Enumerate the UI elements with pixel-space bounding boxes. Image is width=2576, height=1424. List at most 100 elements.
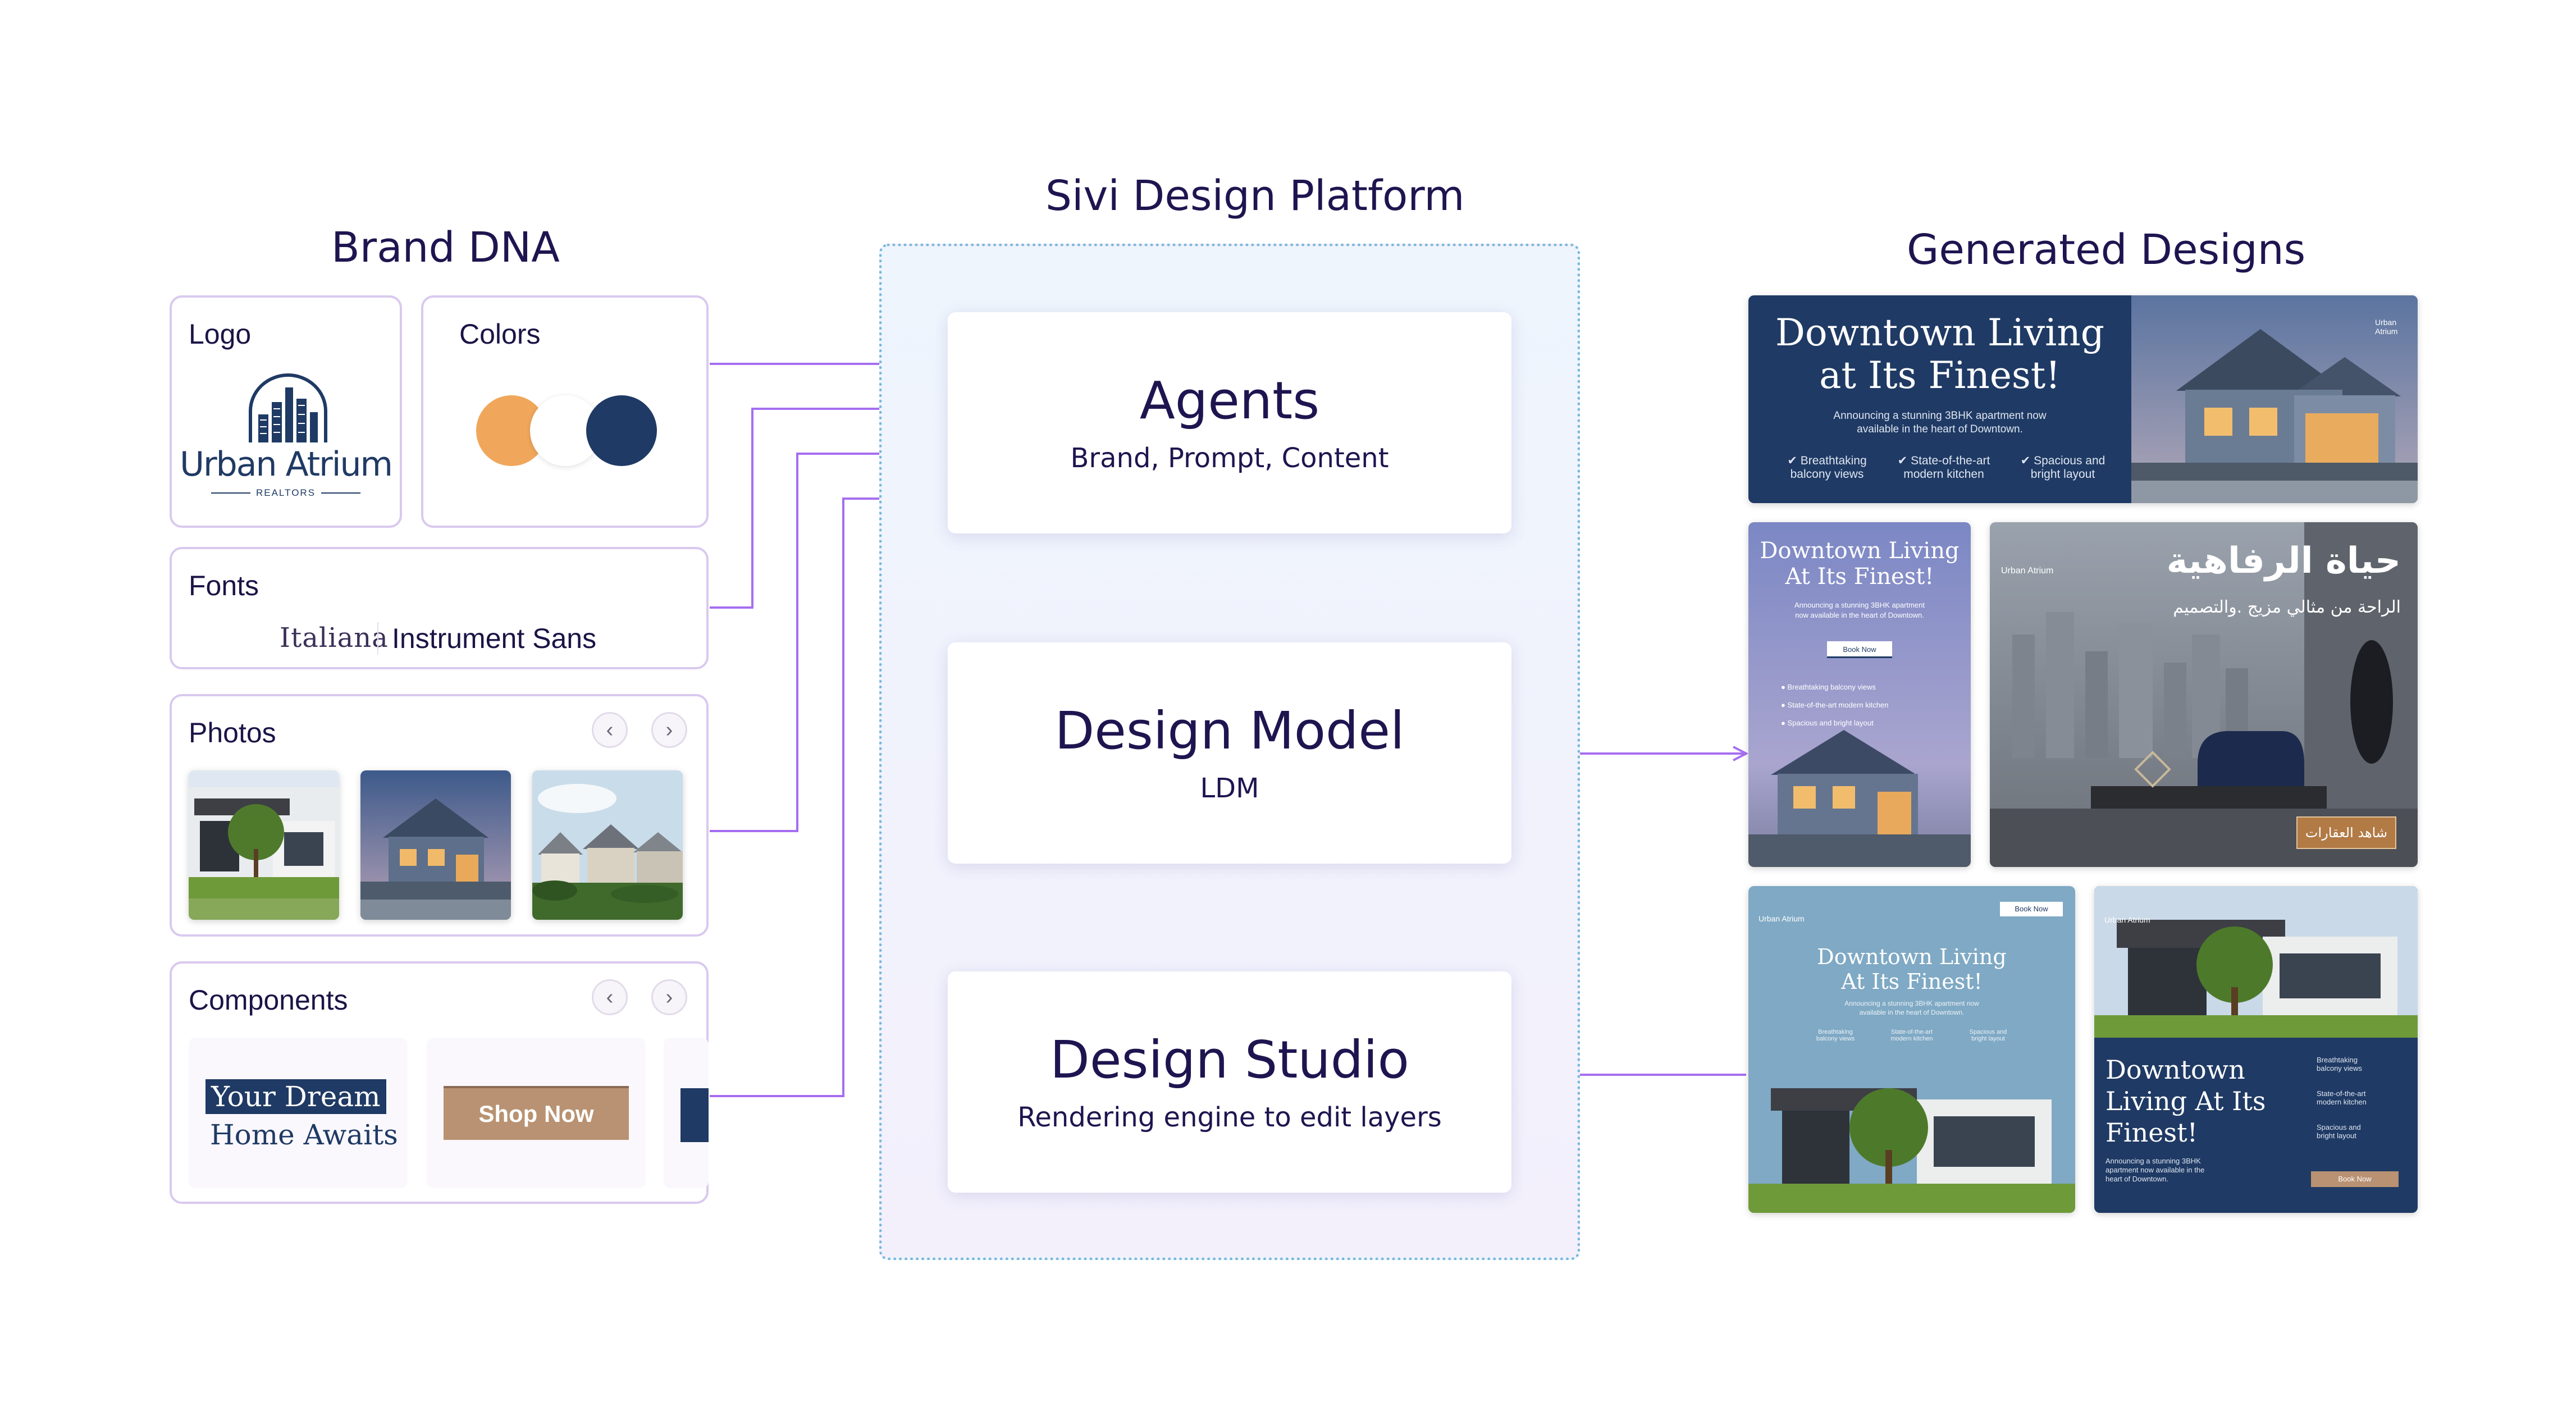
design-light-blue-card[interactable]: Urban Atrium Book Now Downtown Living At… — [1748, 886, 2075, 1213]
d4-feature-2-line2: modern kitchen — [1890, 1035, 1933, 1042]
component-headline-line1: Your Dream — [205, 1079, 386, 1114]
component-shop-now-button[interactable]: Shop Now — [444, 1086, 629, 1140]
d5-logo: Urban Atrium — [2104, 915, 2150, 924]
d4-feature-1-line1: Breathtaking — [1818, 1029, 1853, 1035]
design-tall-card[interactable]: Downtown Living At Its Finest! Announcin… — [1748, 522, 1971, 867]
d5-title-line1: Downtown — [2105, 1055, 2245, 1085]
arrow-fonts-to-agents — [710, 409, 949, 609]
design-model-subtitle: LDM — [1200, 773, 1259, 804]
d2-desc-line1: Announcing a stunning 3BHK apartment — [1794, 601, 1925, 609]
colors-card: Colors — [421, 295, 709, 528]
logo-tagline-text: REALTORS — [255, 487, 316, 498]
color-swatch-navy — [586, 395, 657, 466]
d4-feature-1: Breathtaking balcony views — [1805, 1029, 1866, 1042]
generated-designs-heading: Generated Designs — [1907, 226, 2306, 274]
d1-desc-line2: available in the heart of Downtown. — [1857, 423, 2023, 435]
components-next-button[interactable]: › — [651, 979, 687, 1015]
fonts-card: Fonts Italiana Instrument Sans — [170, 547, 709, 669]
font-sample-instrument-sans: Instrument Sans — [392, 623, 597, 654]
colors-card-title: Colors — [459, 318, 541, 350]
d2-feature-3: ● Spacious and bright layout — [1781, 719, 1874, 727]
component-button-tile[interactable]: Shop Now — [427, 1038, 646, 1188]
d5-feature-1: Breathtaking balcony views — [2317, 1056, 2362, 1072]
d2-background — [1748, 522, 1971, 867]
d1-title-line2: at Its Finest! — [1819, 354, 2061, 397]
d4-feature-3-line2: bright layout — [1971, 1035, 2005, 1042]
photo-row-houses[interactable] — [532, 770, 683, 920]
design-studio-box[interactable]: Design Studio Rendering engine to edit l… — [948, 971, 1511, 1193]
photo-dusk-house[interactable] — [360, 770, 511, 920]
logo-card: Logo Urban Atrium REALTORS — [170, 295, 402, 528]
d1-feature-2-line1: ✔ State-of-the-art — [1897, 454, 1990, 467]
urban-atrium-logo-icon — [249, 373, 327, 442]
d4-desc-line2: available in the heart of Downtown. — [1859, 1008, 1965, 1016]
d5-feature-3-line1: Spacious and — [2317, 1123, 2361, 1131]
design-model-title: Design Model — [1054, 701, 1405, 761]
d5-house-photo — [2094, 886, 2418, 1038]
d5-desc-line3: heart of Downtown. — [2105, 1175, 2169, 1183]
d2-feature-2: ● State-of-the-art modern kitchen — [1781, 701, 1889, 709]
d4-desc-line1: Announcing a stunning 3BHK apartment now — [1844, 999, 1979, 1007]
components-card-title: Components — [189, 984, 348, 1016]
design-studio-title: Design Studio — [1050, 1030, 1409, 1090]
d1-desc-line1: Announcing a stunning 3BHK apartment now — [1833, 410, 2047, 422]
d2-book-now-button[interactable]: Book Now — [1827, 641, 1892, 658]
logo-wordmark: Urban Atrium — [180, 445, 393, 484]
d5-book-now-button[interactable]: Book Now — [2311, 1171, 2399, 1187]
component-headline-line2: Home Awaits — [210, 1119, 398, 1151]
photos-card: Photos ‹ › — [170, 694, 709, 937]
d3-logo: Urban Atrium — [2001, 566, 2054, 576]
d1-house-photo — [2131, 295, 2418, 503]
d3-arabic-subtitle: الراحة من مثالي مزيج .والتصميم — [2173, 597, 2401, 617]
d3-cta-button[interactable]: شاهد العقارات — [2296, 816, 2396, 849]
d1-feature-3: ✔ Spacious and bright layout — [2007, 454, 2119, 481]
design-banner-wide[interactable]: Downtown Living at Its Finest! Announcin… — [1748, 295, 2418, 503]
photos-next-button[interactable]: › — [651, 712, 687, 748]
component-partial-tile — [664, 1038, 709, 1188]
d5-desc-line1: Announcing a stunning 3BHK — [2105, 1157, 2201, 1165]
font-sample-italiana: Italiana — [280, 622, 389, 654]
d1-feature-2: ✔ State-of-the-art modern kitchen — [1888, 454, 2000, 481]
agents-subtitle: Brand, Prompt, Content — [1070, 442, 1389, 474]
d1-feature-1-line1: ✔ Breathtaking — [1787, 454, 1867, 467]
d1-feature-1: ✔ Breathtaking balcony views — [1771, 454, 1883, 481]
d2-title-line1: Downtown Living — [1760, 538, 1960, 564]
design-navy-card[interactable]: Urban Atrium Downtown Living At Its Fine… — [2094, 886, 2418, 1213]
d1-logo: Urban Atrium — [2375, 318, 2398, 336]
d2-title-line2: At Its Finest! — [1785, 564, 1934, 590]
d5-feature-1-line1: Breathtaking — [2317, 1056, 2358, 1064]
font-divider — [377, 622, 378, 655]
component-headline-tile[interactable]: Your Dream Home Awaits — [189, 1038, 408, 1188]
d4-feature-1-line2: balcony views — [1816, 1035, 1855, 1042]
agents-box[interactable]: Agents Brand, Prompt, Content — [948, 312, 1511, 533]
arrow-photos-to-agents — [710, 454, 949, 832]
d5-feature-3-line2: bright layout — [2317, 1131, 2356, 1140]
d5-feature-1-line2: balcony views — [2317, 1064, 2362, 1072]
d3-arabic-title: حياة الرفاهية — [2166, 540, 2401, 582]
d4-feature-3-line1: Spacious and — [1969, 1029, 2007, 1035]
d5-feature-2-line1: State-of-the-art — [2317, 1089, 2366, 1098]
d2-feature-1: ● Breathtaking balcony views — [1781, 683, 1876, 691]
design-arabic-interior[interactable]: Urban Atrium حياة الرفاهية الراحة من مثا… — [1990, 522, 2418, 867]
design-model-box[interactable]: Design Model LDM — [948, 642, 1511, 864]
photos-prev-button[interactable]: ‹ — [592, 712, 628, 748]
d4-book-now-button[interactable]: Book Now — [2000, 902, 2063, 916]
d1-feature-1-line2: balcony views — [1790, 468, 1864, 481]
d4-feature-2: State-of-the-art modern kitchen — [1881, 1029, 1943, 1042]
d5-desc-line2: apartment now available in the — [2105, 1166, 2205, 1174]
d5-title-line2: Living At Its — [2105, 1086, 2266, 1116]
logo-card-title: Logo — [189, 318, 252, 350]
d4-logo: Urban Atrium — [1759, 914, 1805, 923]
d1-title-line1: Downtown Living — [1775, 311, 2104, 354]
d4-feature-2-line1: State-of-the-art — [1891, 1029, 1933, 1035]
component-partial-block — [680, 1088, 709, 1142]
d4-house-photo — [1748, 1055, 2075, 1213]
d5-feature-2: State-of-the-art modern kitchen — [2317, 1089, 2367, 1106]
d4-title-line1: Downtown Living — [1817, 944, 2007, 969]
components-prev-button[interactable]: ‹ — [592, 979, 628, 1015]
brand-dna-heading: Brand DNA — [331, 223, 560, 272]
d5-feature-2-line2: modern kitchen — [2317, 1098, 2367, 1106]
d5-feature-3: Spacious and bright layout — [2317, 1123, 2361, 1140]
fonts-card-title: Fonts — [189, 570, 259, 601]
photo-modern-house[interactable] — [189, 770, 339, 920]
